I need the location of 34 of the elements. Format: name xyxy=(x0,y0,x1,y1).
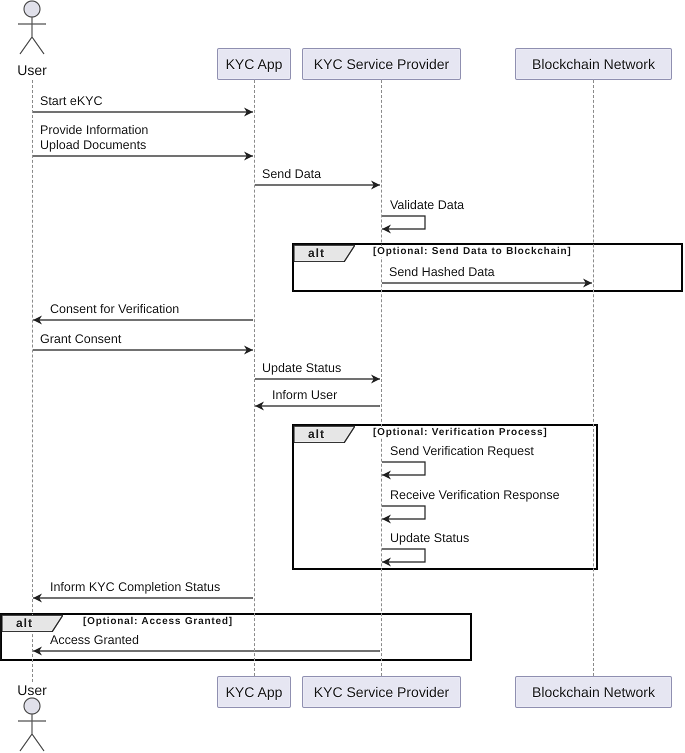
message-label: Inform KYC Completion Status xyxy=(49,580,222,595)
message-arrow xyxy=(33,152,253,160)
participant-header: KYC App xyxy=(217,676,291,708)
self-message-arrow xyxy=(382,461,426,480)
guard-condition: [Optional: Access Granted] xyxy=(82,616,234,627)
guard-condition: [Optional: Verification Process] xyxy=(372,427,549,438)
message-label: Update Status xyxy=(389,531,470,546)
participant-header: Blockchain Network xyxy=(515,48,672,80)
message-arrow xyxy=(382,278,592,288)
message-label: Update Status xyxy=(261,361,342,376)
fragment-tag: alt xyxy=(2,615,64,632)
message-arrow xyxy=(33,316,253,324)
message-arrow xyxy=(255,374,380,384)
lifeline xyxy=(592,80,594,676)
participant-header: KYC App xyxy=(217,48,291,80)
message-label: Receive Verification Response xyxy=(389,488,561,503)
self-message-arrow xyxy=(382,505,426,524)
participant-header: Blockchain Network xyxy=(515,676,672,708)
message-arrow xyxy=(255,402,380,410)
message-arrow xyxy=(33,108,253,116)
message-arrow xyxy=(33,346,253,354)
message-label: Send Verification Request xyxy=(389,444,535,459)
self-message-arrow xyxy=(382,548,426,566)
self-message-arrow xyxy=(382,215,426,234)
message-arrow xyxy=(33,646,380,656)
message-arrow xyxy=(33,594,253,602)
fragment-tag: alt xyxy=(294,245,356,262)
participant-header: KYC Service Provider xyxy=(302,676,461,708)
actor-label: User xyxy=(16,682,48,698)
participant-header: KYC Service Provider xyxy=(302,48,461,80)
fragment-tag: alt xyxy=(294,426,356,443)
message-arrow xyxy=(255,180,380,190)
actor-label: User xyxy=(16,62,48,78)
guard-condition: [Optional: Send Data to Blockchain] xyxy=(372,246,573,257)
